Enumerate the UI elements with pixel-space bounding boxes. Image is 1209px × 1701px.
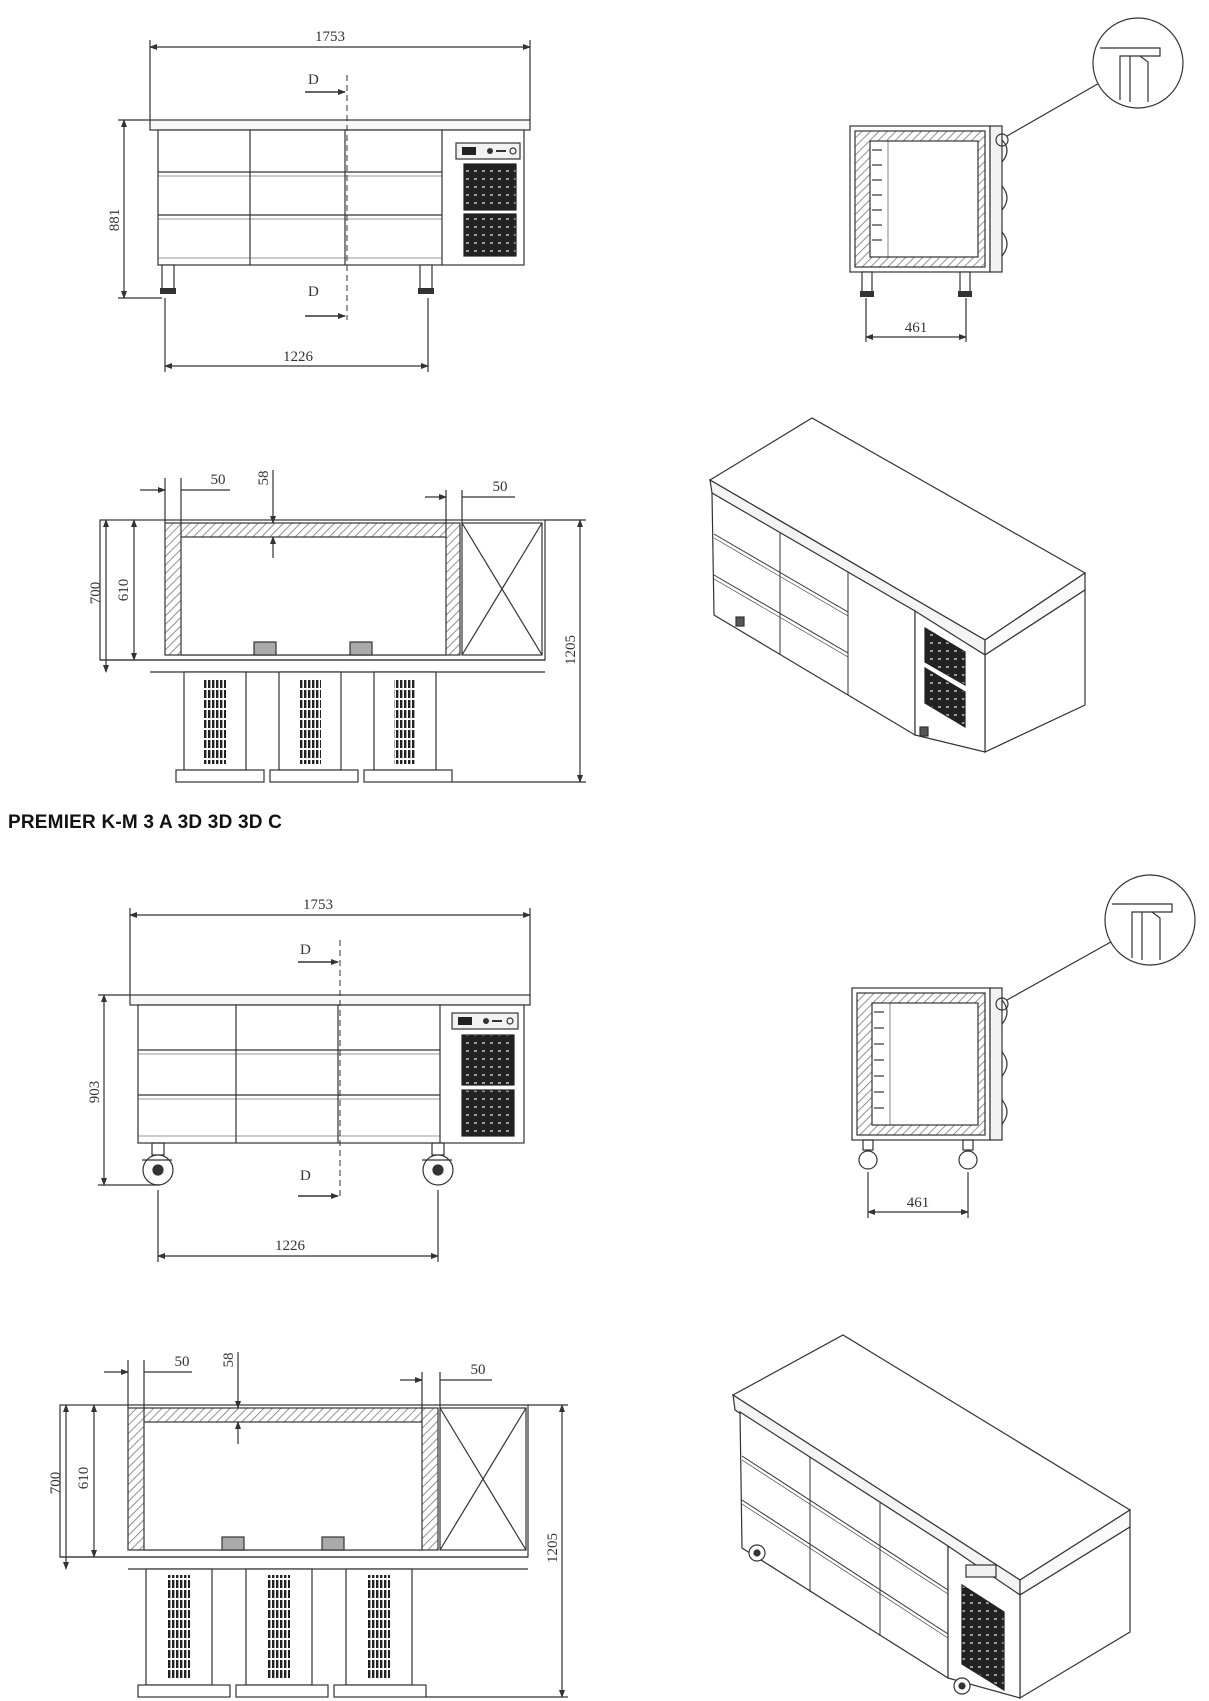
upper-section-mark-bottom: D xyxy=(308,284,319,300)
upper-plan-depth-outer-label: 700 xyxy=(88,582,104,605)
upper-plan-depth-inner-label: 610 xyxy=(116,579,132,602)
lower-plan-wall-top-label: 58 xyxy=(221,1353,237,1368)
lower-side-view xyxy=(851,874,1196,1218)
upper-front-view xyxy=(118,40,531,372)
upper-plan-view xyxy=(99,470,586,783)
lower-side-depth-label: 461 xyxy=(907,1195,930,1211)
lower-plan-wall-left-label: 50 xyxy=(175,1354,190,1370)
upper-plan-wall-top-label: 58 xyxy=(256,471,272,486)
lower-plan-depth-open-label: 1205 xyxy=(545,1533,561,1563)
lower-side-castors xyxy=(858,1139,978,1170)
upper-front-width-label: 1753 xyxy=(315,29,345,45)
lower-isometric-grille xyxy=(961,1564,1005,1692)
lower-front-height-label: 903 xyxy=(87,1081,103,1104)
lower-plan-depth-inner-label: 610 xyxy=(76,1467,92,1490)
upper-isometric-view xyxy=(708,417,1087,753)
upper-plan-wall-left-label: 50 xyxy=(211,472,226,488)
upper-side-depth-label: 461 xyxy=(905,320,928,336)
lower-isometric-view xyxy=(731,1334,1132,1700)
model-caption: PREMIER K-M 3 A 3D 3D 3D C xyxy=(8,812,283,833)
upper-side-view xyxy=(849,17,1184,342)
upper-plan-wall-right-label: 50 xyxy=(493,479,508,495)
upper-section-mark-top: D xyxy=(308,72,319,88)
upper-front-height-label: 881 xyxy=(107,209,123,232)
upper-front-leg-span-label: 1226 xyxy=(283,349,314,365)
upper-control-panel xyxy=(455,142,521,257)
lower-front-drawers xyxy=(138,1005,441,1143)
lower-section-mark-bottom: D xyxy=(300,1168,311,1184)
lower-plan-depth-outer-label: 700 xyxy=(48,1472,64,1495)
lower-front-width-label: 1753 xyxy=(303,897,333,913)
upper-isometric-grille xyxy=(924,626,966,729)
upper-plan-depth-open-label: 1205 xyxy=(563,635,579,665)
lower-control-panel xyxy=(451,1012,519,1137)
lower-front-castors xyxy=(142,1142,454,1186)
lower-section-mark-top: D xyxy=(300,942,311,958)
lower-plan-wall-right-label: 50 xyxy=(471,1362,486,1378)
lower-front-leg-span-label: 1226 xyxy=(275,1238,306,1254)
lower-front-view xyxy=(98,908,531,1262)
lower-plan-view xyxy=(59,1352,568,1698)
upper-front-drawers xyxy=(158,130,443,265)
